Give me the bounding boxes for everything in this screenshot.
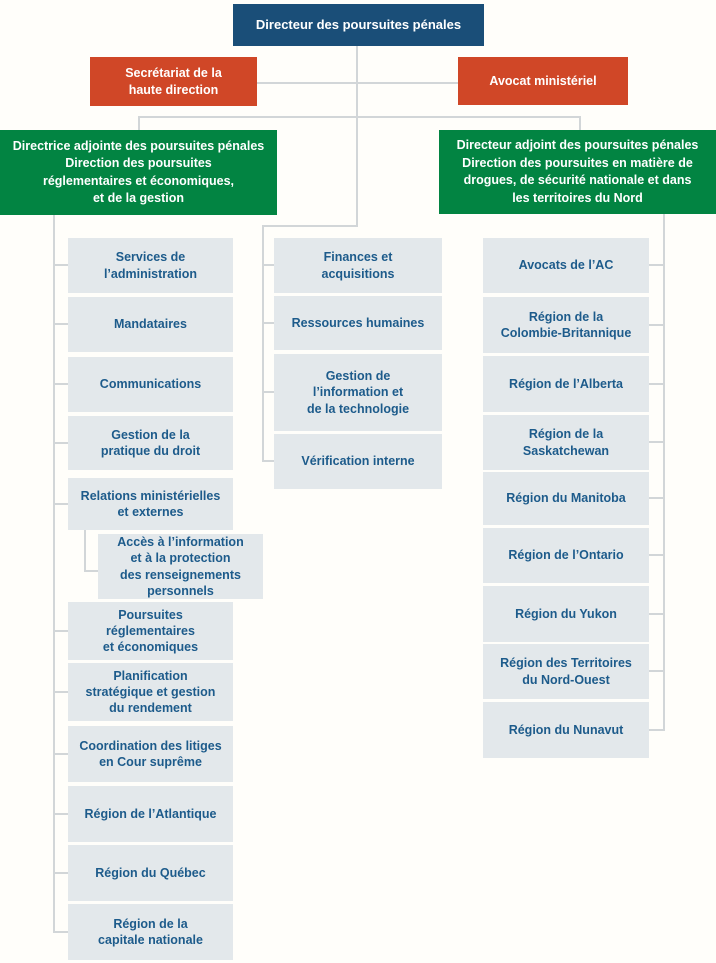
node-region-territoires-nord-ouest: Région des Territoires du Nord-Ouest	[483, 644, 649, 699]
connector-line	[53, 813, 68, 815]
node-avocats-ac: Avocats de l’AC	[483, 238, 649, 293]
node-region-quebec: Région du Québec	[68, 845, 233, 901]
connector-line	[262, 225, 264, 462]
connector-line	[53, 215, 55, 933]
connector-line	[53, 753, 68, 755]
connector-line	[262, 225, 358, 227]
node-region-capitale-nationale: Région de la capitale nationale	[68, 904, 233, 960]
connector-line	[84, 530, 86, 572]
node-poursuites-reglementaires-economiques: Poursuites réglementaires et économiques	[68, 602, 233, 660]
connector-line	[53, 503, 68, 505]
node-region-nunavut: Région du Nunavut	[483, 702, 649, 758]
node-region-yukon: Région du Yukon	[483, 586, 649, 642]
node-avocat-ministeriel: Avocat ministériel	[458, 57, 628, 105]
connector-line	[53, 383, 68, 385]
node-communications: Communications	[68, 357, 233, 412]
connector-line	[262, 391, 274, 393]
node-directeur-poursuites-penales: Directeur des poursuites pénales	[233, 4, 484, 46]
connector-line	[356, 46, 358, 226]
node-region-atlantique: Région de l’Atlantique	[68, 786, 233, 842]
connector-line	[649, 264, 665, 266]
connector-line	[262, 322, 274, 324]
connector-line	[138, 116, 140, 132]
node-services-administration: Services de l’administration	[68, 238, 233, 293]
node-verification-interne: Vérification interne	[274, 434, 442, 489]
connector-line	[53, 442, 68, 444]
node-relations-ministerielles-externes: Relations ministérielles et externes	[68, 478, 233, 530]
connector-line	[649, 497, 665, 499]
node-gestion-information-technologie: Gestion de l’information et de la techno…	[274, 354, 442, 431]
connector-line	[579, 116, 581, 132]
node-region-alberta: Région de l’Alberta	[483, 356, 649, 412]
node-directrice-adjointe-reglementaires: Directrice adjointe des poursuites pénal…	[0, 130, 277, 215]
connector-line	[53, 264, 68, 266]
connector-line	[649, 670, 665, 672]
node-region-ontario: Région de l’Ontario	[483, 528, 649, 583]
connector-line	[649, 613, 665, 615]
node-region-saskatchewan: Région de la Saskatchewan	[483, 415, 649, 470]
connector-line	[262, 460, 274, 462]
node-region-colombie-britannique: Région de la Colombie-Britannique	[483, 297, 649, 353]
connector-line	[649, 729, 665, 731]
connector-line	[649, 324, 665, 326]
node-directeur-adjoint-drogues-securite: Directeur adjoint des poursuites pénales…	[439, 130, 716, 214]
connector-line	[138, 116, 581, 118]
connector-line	[257, 82, 458, 84]
connector-line	[53, 872, 68, 874]
connector-line	[262, 264, 274, 266]
connector-line	[53, 323, 68, 325]
connector-line	[53, 630, 68, 632]
node-mandataires: Mandataires	[68, 297, 233, 352]
connector-line	[663, 213, 665, 731]
connector-line	[53, 691, 68, 693]
node-planification-strategique: Planification stratégique et gestion du …	[68, 663, 233, 721]
node-acces-information-protection: Accès à l’information et à la protection…	[98, 534, 263, 599]
connector-line	[649, 383, 665, 385]
connector-line	[649, 554, 665, 556]
node-gestion-pratique-droit: Gestion de la pratique du droit	[68, 416, 233, 470]
connector-line	[84, 570, 98, 572]
node-region-manitoba: Région du Manitoba	[483, 472, 649, 525]
node-coordination-litiges-cour-supreme: Coordination des litiges en Cour suprême	[68, 726, 233, 782]
connector-line	[53, 931, 68, 933]
node-finances-acquisitions: Finances et acquisitions	[274, 238, 442, 293]
node-secretariat-haute-direction: Secrétariat de la haute direction	[90, 57, 257, 106]
connector-line	[649, 441, 665, 443]
node-ressources-humaines: Ressources humaines	[274, 296, 442, 350]
